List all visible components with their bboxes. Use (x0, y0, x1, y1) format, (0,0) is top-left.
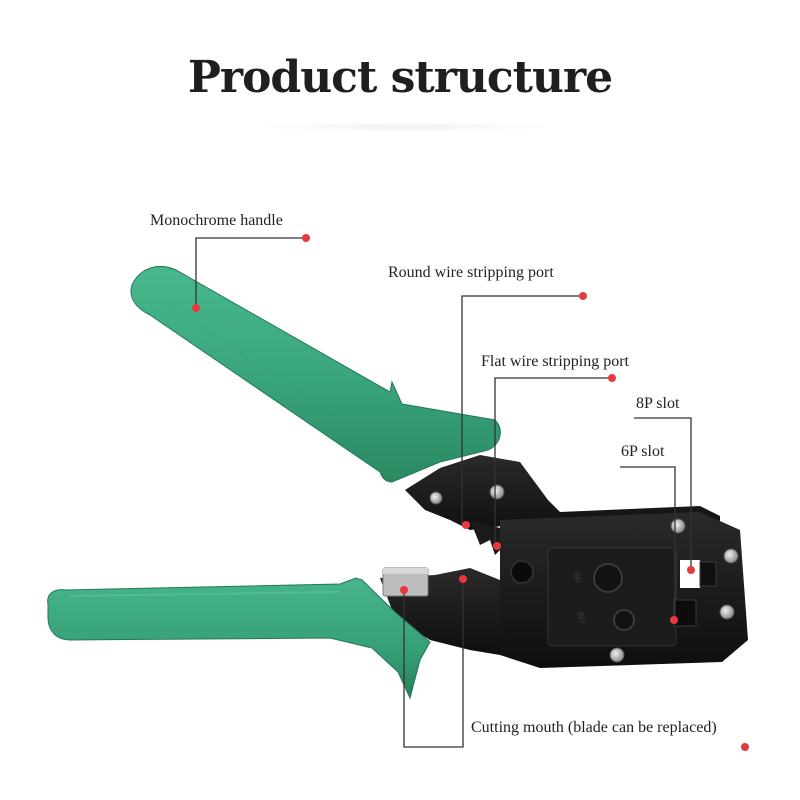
label-6p-slot: 6P slot (621, 443, 665, 460)
screws (401, 484, 739, 663)
lower-jaw (380, 567, 500, 655)
marker-dot (608, 374, 616, 382)
marker-dot (670, 616, 678, 624)
marker-dot (687, 566, 695, 574)
leader-8p-slot (634, 417, 692, 570)
marker-dot (462, 521, 470, 529)
upper-handle-ridges (159, 299, 381, 446)
label-8p-slot: 8P slot (636, 395, 680, 412)
lower-handle (47, 577, 431, 700)
marker-dot (459, 575, 467, 583)
marker-dot (741, 743, 749, 751)
marker-dots (192, 234, 749, 751)
screw-icon (609, 647, 625, 663)
label-cutting-mouth: Cutting mouth (blade can be replaced) (471, 719, 717, 736)
label-flat-wire-stripping-port: Flat wire stripping port (481, 353, 629, 370)
marker-dot (192, 304, 200, 312)
leader-lines (195, 237, 692, 748)
upper-handle-grip (130, 266, 501, 483)
upper-handle (130, 266, 501, 483)
leader-cutting-mouth (403, 579, 464, 748)
crimp-head: 8P 6P (500, 512, 748, 668)
marker-dot (493, 542, 501, 550)
screw-icon (489, 484, 505, 500)
leader-flat-port (494, 377, 612, 546)
screw-icon (429, 491, 443, 505)
lower-cavity-marking: 6P (576, 612, 586, 623)
marker-dot (302, 234, 310, 242)
marker-dot (400, 586, 408, 594)
marker-dot (579, 292, 587, 300)
lower-handle-grip (47, 577, 431, 700)
screw-icon (719, 604, 735, 620)
page-title: Product structure (187, 52, 613, 103)
slot-8p-opening (680, 560, 700, 588)
leader-6p-slot (620, 466, 676, 620)
title-shadow (250, 122, 560, 132)
leader-monochrome-handle (195, 237, 306, 308)
screw-icon (670, 518, 686, 534)
label-monochrome-handle: Monochrome handle (150, 212, 283, 229)
slot-6p-opening (673, 599, 697, 627)
upper-cavity-marking: 8P (572, 572, 582, 583)
label-round-wire-stripping-port: Round wire stripping port (388, 264, 554, 281)
screw-icon (723, 548, 739, 564)
leader-round-port (461, 295, 583, 525)
